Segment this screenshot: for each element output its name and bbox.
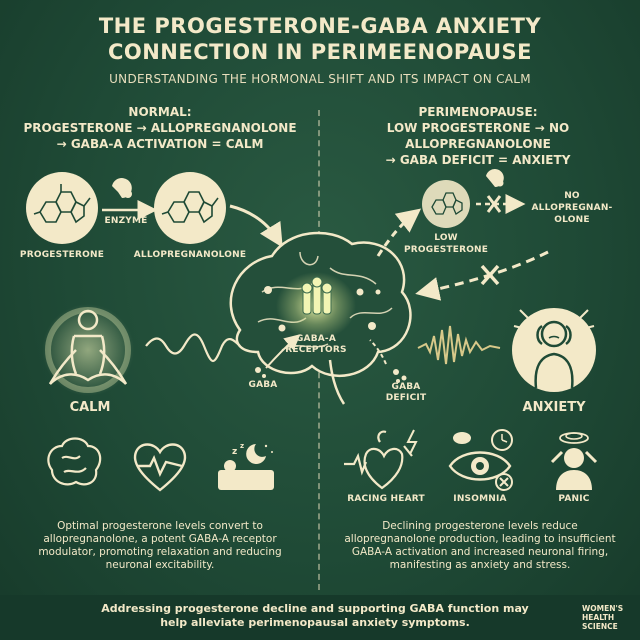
no-activation-x-icon xyxy=(480,264,500,286)
progesterone-label: PROGESTERONE xyxy=(19,250,105,260)
enzyme-icon xyxy=(112,178,132,198)
panic-icon xyxy=(550,432,598,490)
title-line-2: CONNECTION IN PERIMEENOPAUSE xyxy=(107,40,533,64)
normal-heading: NORMAL: PROGESTERONE → ALLOPREGNANOLONE … xyxy=(10,104,310,152)
racing-heart-label: RACING HEART xyxy=(347,494,425,504)
deficit-dots xyxy=(393,369,407,383)
gaba-deficit-label: GABA DEFICIT xyxy=(376,382,436,404)
arrow-to-low-progesterone xyxy=(376,208,422,257)
brand-line-1: WOMEN'S xyxy=(582,604,624,613)
svg-text:z: z xyxy=(232,447,237,457)
heart-icon xyxy=(133,443,187,492)
svg-text:z: z xyxy=(240,442,244,450)
footer-band xyxy=(0,595,640,640)
gaba-label: GABA xyxy=(248,380,278,390)
panic-label: PANIC xyxy=(558,494,590,504)
normal-paragraph-line-4: neuronal excitability. xyxy=(105,559,215,571)
anxiety-wave xyxy=(417,325,501,365)
low-progesterone-label: LOW PROGESTERONE xyxy=(404,232,488,256)
allopregnanolone-label: ALLOPREGNANOLONE xyxy=(133,250,247,260)
no-allo-label-2: ALLOPREGNAN- xyxy=(531,203,613,213)
racing-heart-icon xyxy=(344,429,418,490)
peri-paragraph-line-2: allopregnanolone production, leading to … xyxy=(344,533,616,545)
footer-line-2: help alleviate perimenopausal anxiety sy… xyxy=(160,616,470,629)
meditation-icon xyxy=(42,304,134,396)
receptor-label-2: RECEPTORS xyxy=(285,345,347,355)
peri-heading-1: PERIMENOPAUSE: xyxy=(418,105,538,119)
gaba-a-receptors-label: GABA-A RECEPTORS xyxy=(270,334,362,356)
low-progesterone-molecule-icon xyxy=(422,180,470,228)
insomnia-label: INSOMNIA xyxy=(453,494,507,504)
blocked-x-icon xyxy=(486,195,502,213)
peri-heading-3: → GABA DEFICIT = ANXIETY xyxy=(385,153,571,167)
sleep-icon: z z xyxy=(218,442,274,490)
subtitle: UNDERSTANDING THE HORMONAL SHIFT AND ITS… xyxy=(109,72,531,86)
arrow-gaba xyxy=(265,334,301,369)
no-allo-label-3: OLONE xyxy=(554,215,590,225)
no-allo-label-1: NO xyxy=(564,191,580,201)
low-progesterone-label-1: LOW xyxy=(434,233,458,243)
arrow-to-brain xyxy=(229,204,283,248)
normal-heading-2: PROGESTERONE → ALLOPREGNANOLONE xyxy=(23,121,297,135)
peri-heading: PERIMENOPAUSE: LOW PROGESTERONE → NO ALL… xyxy=(322,104,634,168)
normal-paragraph: Optimal progesterone levels convert to a… xyxy=(10,520,310,572)
normal-paragraph-line-2: allopregnanolone, a potent GABA-A recept… xyxy=(43,533,277,545)
allopregnanolone-molecule-icon xyxy=(154,172,226,244)
title-line-1: THE PROGESTERONE-GABA ANXIETY xyxy=(98,14,542,38)
anxious-person-icon xyxy=(512,308,596,392)
peri-paragraph-line-1: Declining progesterone levels reduce xyxy=(382,520,578,532)
footer-message: Addressing progesterone decline and supp… xyxy=(80,602,550,630)
insomnia-eye-icon xyxy=(448,429,513,491)
normal-heading-1: NORMAL: xyxy=(128,105,192,119)
deficit-label-2: DEFICIT xyxy=(385,393,427,403)
peri-heading-2: LOW PROGESTERONE → NO ALLOPREGNANOLONE xyxy=(386,121,570,151)
brain-icon xyxy=(229,231,412,405)
enzyme-label: ENZYME xyxy=(104,216,148,226)
progesterone-molecule-icon xyxy=(26,172,98,244)
low-progesterone-label-2: PROGESTERONE xyxy=(404,245,489,255)
enzyme-icon-right xyxy=(486,169,504,187)
brand-line-3: SCIENCE xyxy=(582,622,618,631)
small-brain-icon xyxy=(47,437,102,486)
normal-paragraph-line-3: modulator, promoting relaxation and redu… xyxy=(38,546,282,558)
peri-paragraph: Declining progesterone levels reduce all… xyxy=(324,520,636,572)
arrow-deficit xyxy=(369,339,387,365)
calm-wave xyxy=(145,333,241,363)
deficit-label-1: GABA xyxy=(391,382,421,392)
peri-paragraph-line-3: GABA-A activation and increased neuronal… xyxy=(351,546,609,558)
receptor-label-1: GABA-A xyxy=(295,334,337,344)
anxiety-label: ANXIETY xyxy=(522,400,586,415)
gaba-dots xyxy=(255,367,266,378)
brand-line-2: HEALTH xyxy=(582,613,615,622)
brand-logo-text: WOMEN'S HEALTH SCIENCE xyxy=(582,604,623,631)
normal-heading-3: → GABA-A ACTIVATION = CALM xyxy=(56,137,264,151)
peri-paragraph-line-4: manifesting as anxiety and stress. xyxy=(389,559,571,571)
no-allopregnanolone-label: NO ALLOPREGNAN- OLONE xyxy=(522,190,622,226)
normal-paragraph-line-1: Optimal progesterone levels convert to xyxy=(57,520,263,532)
footer-line-1: Addressing progesterone decline and supp… xyxy=(101,602,529,615)
calm-label: CALM xyxy=(69,400,111,415)
